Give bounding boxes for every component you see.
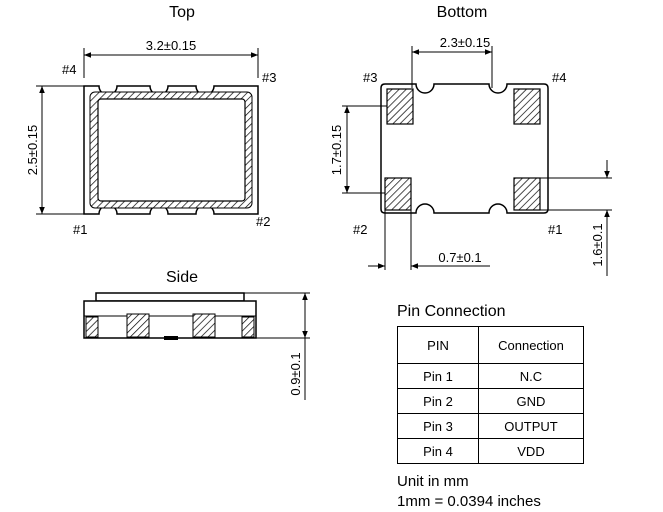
pin-connection-table: PIN Connection Pin 1 N.C Pin 2 GND Pin 3… bbox=[397, 326, 584, 464]
side-terminal-right bbox=[241, 316, 255, 338]
table-header-row: PIN Connection bbox=[397, 326, 584, 364]
table-header-connection: Connection bbox=[478, 326, 584, 364]
bottom-pin4-label: #4 bbox=[552, 70, 566, 85]
side-terminal-inner-right bbox=[192, 313, 216, 338]
table-cell-connection: N.C bbox=[478, 363, 584, 389]
bottom-spacing-x-label: 2.3±0.15 bbox=[440, 35, 491, 50]
bottom-padw-label: 0.7±0.1 bbox=[438, 250, 481, 265]
bottom-pad-4 bbox=[513, 88, 541, 125]
table-cell-pin: Pin 2 bbox=[397, 388, 479, 414]
pin-connection-title: Pin Connection bbox=[397, 303, 506, 320]
pin-connection-panel: Pin Connection PIN Connection Pin 1 N.C … bbox=[397, 302, 597, 512]
table-cell-connection: VDD bbox=[478, 438, 584, 464]
top-height-label: 2.5±0.15 bbox=[25, 125, 40, 176]
bottom-pin1-label: #1 bbox=[548, 222, 562, 237]
table-cell-pin: Pin 4 bbox=[397, 438, 479, 464]
bottom-pin3-label: #3 bbox=[363, 70, 377, 85]
side-center-mark bbox=[164, 336, 178, 340]
unit-note: Unit in mm 1mm = 0.0394 inches bbox=[397, 472, 597, 512]
top-width-label: 3.2±0.15 bbox=[146, 38, 197, 53]
table-cell-pin: Pin 1 bbox=[397, 363, 479, 389]
top-pin2-label: #2 bbox=[256, 214, 270, 229]
unit-label: Unit in mm bbox=[397, 473, 469, 490]
table-row: Pin 4 VDD bbox=[397, 438, 584, 464]
table-row: Pin 3 OUTPUT bbox=[397, 413, 584, 439]
top-pin3-label: #3 bbox=[262, 70, 276, 85]
table-cell-pin: Pin 3 bbox=[397, 413, 479, 439]
bottom-package-outline bbox=[380, 83, 549, 214]
bottom-pad-1 bbox=[513, 177, 541, 211]
conversion-label: 1mm = 0.0394 inches bbox=[397, 493, 541, 510]
side-height-label: 0.9±0.1 bbox=[288, 352, 303, 395]
side-view-title: Side bbox=[166, 269, 198, 286]
side-terminal-inner-left bbox=[126, 313, 150, 338]
bottom-pad-2 bbox=[384, 177, 412, 211]
table-row: Pin 2 GND bbox=[397, 388, 584, 414]
table-cell-connection: GND bbox=[478, 388, 584, 414]
top-pin4-label: #4 bbox=[62, 62, 76, 77]
side-view: Side 0.9±0.1 bbox=[83, 269, 310, 400]
side-lid bbox=[95, 292, 245, 302]
side-terminal-left bbox=[85, 316, 99, 338]
table-header-pin: PIN bbox=[397, 326, 479, 364]
top-view-title: Top bbox=[169, 4, 195, 21]
bottom-padh-label: 1.6±0.1 bbox=[590, 223, 605, 266]
top-package-outline bbox=[83, 85, 259, 215]
bottom-view-title: Bottom bbox=[437, 4, 488, 21]
bottom-pin2-label: #2 bbox=[353, 222, 367, 237]
bottom-spacing-y-label: 1.7±0.15 bbox=[329, 125, 344, 176]
top-view: Top 3.2±0.15 2.5±0.15 #4 #3 #1 #2 bbox=[25, 4, 276, 237]
bottom-view: Bottom 2.3±0.15 1.7±0.15 #3 #4 #2 #1 0.7… bbox=[329, 4, 612, 276]
table-row: Pin 1 N.C bbox=[397, 363, 584, 389]
top-pin1-label: #1 bbox=[73, 222, 87, 237]
table-cell-connection: OUTPUT bbox=[478, 413, 584, 439]
top-lid bbox=[97, 98, 246, 202]
bottom-pad-3 bbox=[386, 88, 414, 125]
side-body bbox=[83, 300, 257, 339]
